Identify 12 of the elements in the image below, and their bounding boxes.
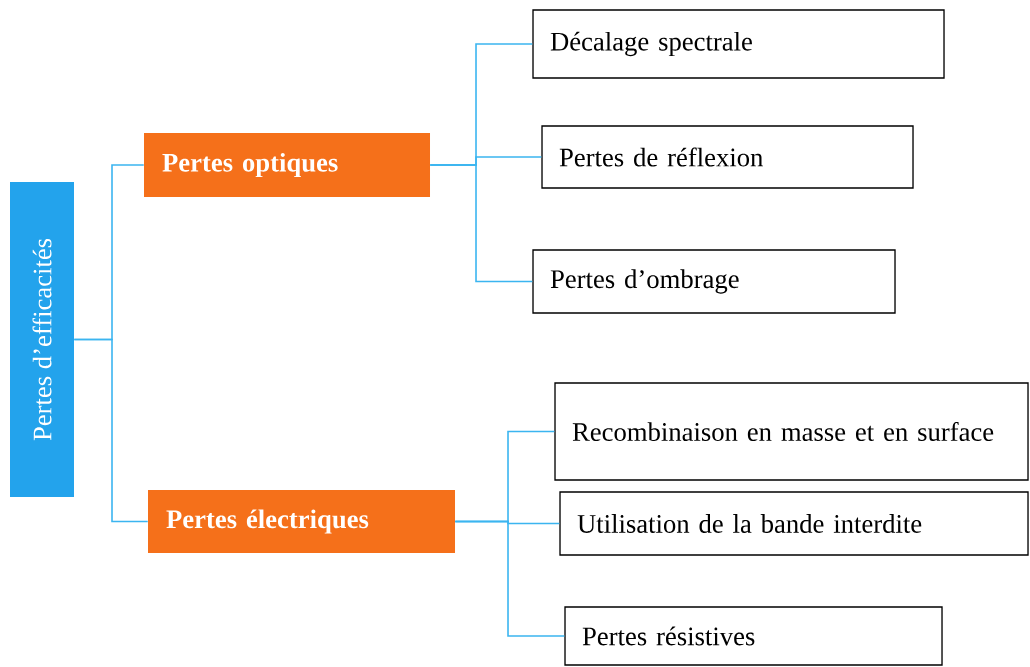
item-box: Utilisation de la bande interdite (559, 491, 1029, 556)
category-box: Pertes optiques (144, 133, 430, 197)
connector (73, 338, 149, 523)
item-box: Recombinaison en masse et en surface (554, 382, 1029, 481)
item-box: Décalage spectrale (532, 9, 945, 79)
item-box: Pertes d’ombrage (532, 249, 896, 314)
connector (454, 520, 566, 637)
category-box: Pertes électriques (148, 490, 455, 553)
connector (429, 164, 534, 283)
item-box: Pertes de réflexion (541, 125, 914, 189)
item-box: Pertes résistives (564, 606, 943, 666)
category-box: Pertes d’efficacités (10, 182, 74, 497)
